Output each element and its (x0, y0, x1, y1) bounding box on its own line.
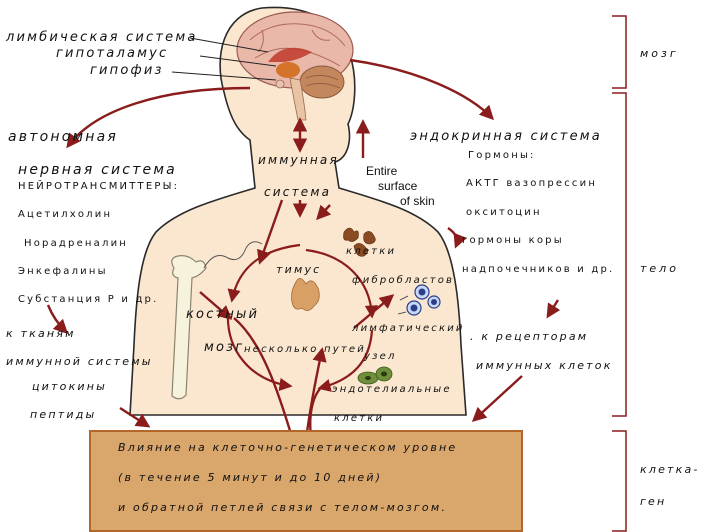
main-arrows (46, 58, 561, 447)
limbic-system-label: лимбическая система (6, 30, 198, 45)
bone-illustration (171, 255, 207, 400)
immune-cells-label: иммунных клеток (476, 359, 613, 372)
bracket-brain-label: мозг (640, 47, 679, 60)
to-receptors-label: . к рецепторам (470, 330, 589, 343)
system-label: система (264, 185, 332, 199)
neurotransmitters-heading: НЕЙРОТРАНСМИТТЕРЫ: (18, 181, 180, 192)
box-line-3: и обратной петлей связи с телом-мозгом. (118, 501, 448, 514)
hormone-item: гормоны коры (462, 235, 564, 246)
peptides-label: пептиды (30, 408, 97, 421)
hypothalamus-label: гипоталамус (56, 46, 169, 61)
brain-illustration (236, 11, 354, 121)
endocrine-title: эндокринная система (410, 129, 602, 144)
endothelial-cells-label: клетки (334, 413, 385, 424)
skin-label-line1: Entire (366, 164, 398, 178)
hormone-item: окситоцин (466, 207, 542, 218)
nervous-system-title: нервная система (18, 162, 177, 178)
immune-label: иммунная (258, 153, 339, 167)
neurotransmitter-item: Ацетилхолин (18, 209, 113, 220)
bracket-body-label: тело (640, 262, 679, 275)
hormone-item: АКТГ вазопрессин (466, 178, 598, 189)
fibroblast-cells-illustration (343, 227, 376, 257)
autonomic-title: автономная (8, 129, 118, 145)
pituitary-pointer-line (171, 71, 277, 81)
bracket-cell-label: клетка- (640, 463, 700, 476)
hypothalamus-pointer-line (199, 55, 277, 67)
neurotransmitter-item: Норадреналин (24, 238, 129, 249)
immune-loop-arrows (226, 243, 378, 392)
hormones-heading: Гормоны: (468, 150, 536, 161)
thymus-illustration (291, 278, 320, 311)
skin-label-line3: of skin (400, 194, 435, 208)
pituitary-label: гипофиз (90, 63, 164, 78)
hormone-item: надпочечников и др. (462, 264, 615, 275)
skin-label-line2: surface (378, 179, 418, 193)
box-line-2: (в течение 5 минут и до 10 дней) (118, 471, 383, 484)
neurotransmitter-item: Субстанция Р и др. (18, 294, 159, 305)
immune-system-label: иммунной системы (6, 355, 153, 368)
lymphatic-label: лимфатический (352, 323, 465, 334)
endothelial-cells-illustration (357, 366, 393, 385)
to-tissues-label: к тканям (6, 327, 76, 340)
level-brackets (612, 15, 627, 532)
nerve-fiber-illustration (203, 241, 263, 269)
thymus-label: тимус (276, 263, 322, 276)
cytokines-label: цитокины (32, 380, 108, 393)
endothelial-label: эндотелиальные (332, 384, 452, 395)
bracket-gene-label: ген (640, 495, 667, 508)
bone-marrow-label-1: костный (186, 307, 260, 322)
bone-marrow-label-2: мозг (204, 340, 245, 355)
cells-label: клетки (346, 246, 397, 257)
gene-level-effect-box (89, 430, 523, 532)
neurotransmitter-item: Энкефалины (18, 266, 108, 277)
node-label: узел (364, 351, 397, 362)
fibroblasts-label: фибробластов (352, 275, 455, 286)
lymphocyte-cells-illustration (397, 284, 441, 316)
limbic-pointer-line (189, 37, 269, 53)
box-line-1: Влияние на клеточно-генетическом уровне (118, 441, 458, 454)
several-paths-label: несколько путей (244, 344, 366, 355)
